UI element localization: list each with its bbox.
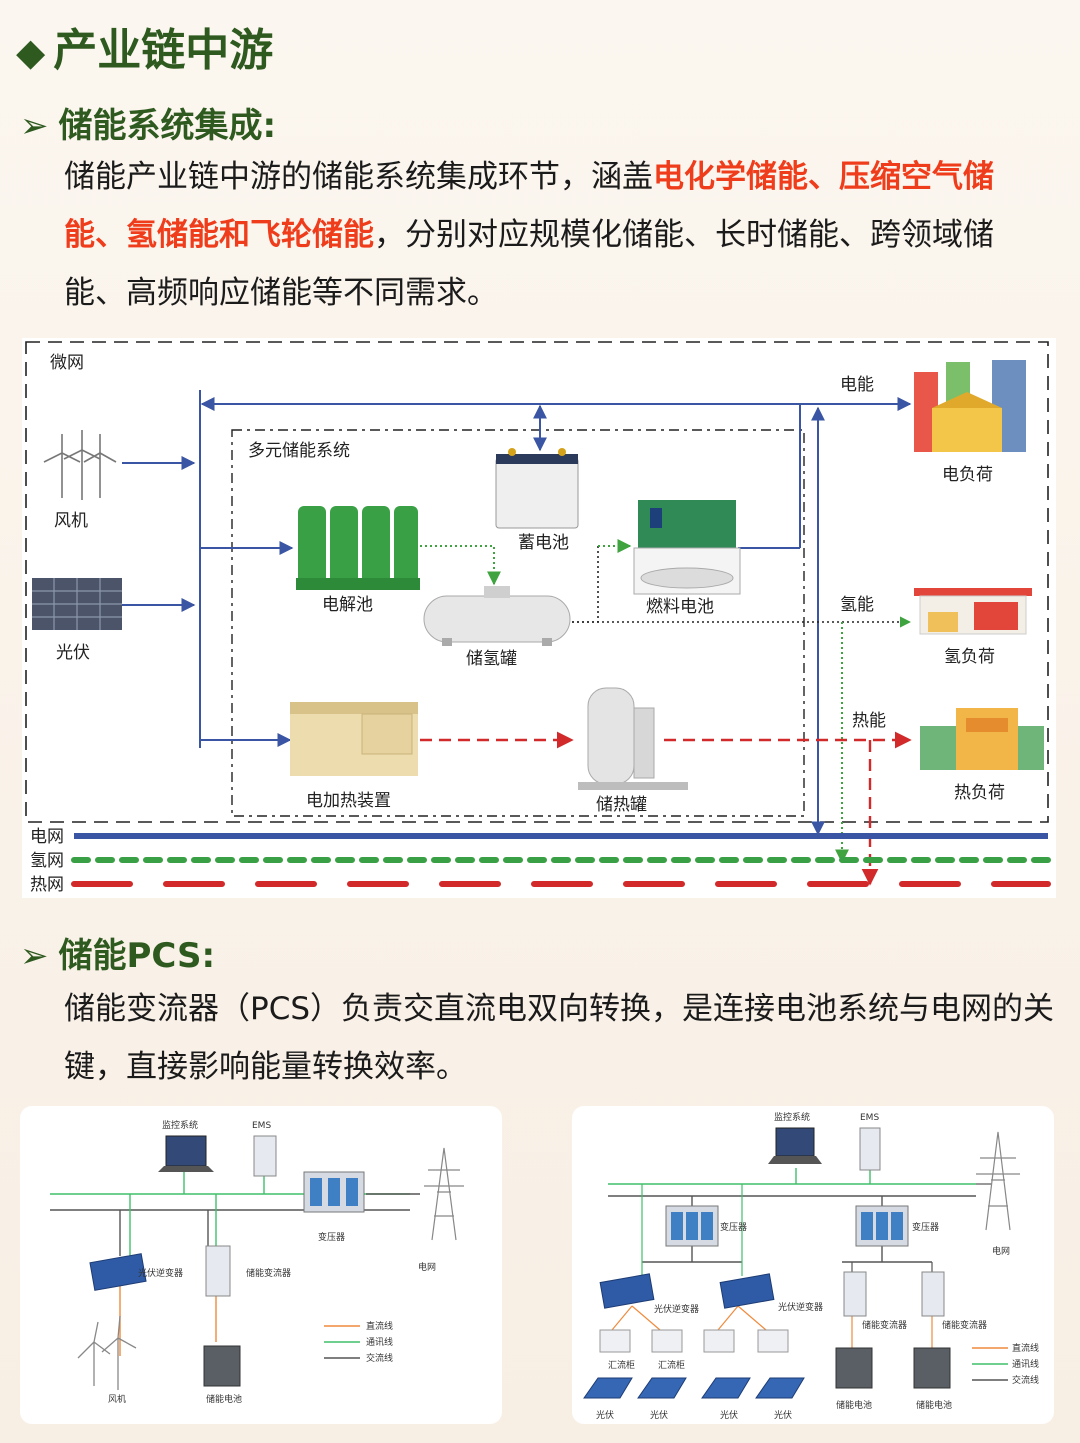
heat-load-building-icon <box>920 708 1044 770</box>
combiner-box-icon <box>599 1329 789 1353</box>
pcs-cabinet-icon <box>205 1245 231 1297</box>
elec-energy-label: 电能 <box>840 375 874 395</box>
ems-cabinet-icon <box>253 1135 277 1177</box>
pcs-paragraph: 储能变流器（PCS）负责交直流电双向转换，是连接电池系统与电网的关键，直接影响能… <box>64 991 1055 1085</box>
electric-heater-icon <box>290 702 418 776</box>
grid-heat-label: 热网 <box>30 875 64 895</box>
pv-label: 光伏 <box>720 1409 738 1421</box>
pcs-label: 储能变流器 <box>942 1319 987 1331</box>
monitor-laptop-icon <box>158 1135 214 1172</box>
legend: 直流线 通讯线 交流线 <box>324 1320 393 1364</box>
electrolyzer-label: 电解池 <box>322 595 373 615</box>
legend-ac: 交流线 <box>366 1352 393 1364</box>
pv-label: 光伏 <box>596 1409 614 1421</box>
heat-tank-label: 储热罐 <box>596 795 647 815</box>
heat-load-label: 热负荷 <box>954 783 1005 803</box>
heat-storage-tank-icon <box>578 687 688 790</box>
chevron-bullet-icon: ➢ <box>20 106 49 146</box>
grid-tower-icon <box>424 1147 464 1241</box>
wind-turbine-icon <box>43 430 117 500</box>
fuel-cell-label: 燃料电池 <box>646 597 714 617</box>
pv-inverter-icon <box>89 1253 147 1291</box>
monitor-label: 监控系统 <box>774 1111 810 1123</box>
pcs-diagram-card-left: 监控系统 EMS 变压器 电网 光伏逆变器 储能变流器 风机 储能电池 直流线 … <box>20 1106 502 1424</box>
ems-label: EMS <box>860 1113 879 1123</box>
pv-inverter-icon <box>719 1273 775 1309</box>
pv-inverter-label: 光伏逆变器 <box>778 1301 823 1313</box>
grid-tower-icon <box>976 1131 1020 1231</box>
transformer-label: 变压器 <box>318 1231 345 1243</box>
battery-label: 储能电池 <box>916 1399 952 1411</box>
pv-inverter-label: 光伏逆变器 <box>654 1303 699 1315</box>
fuel-cell-icon <box>633 500 741 595</box>
pv-label: 光伏 <box>56 643 90 663</box>
elec-load-label: 电负荷 <box>942 465 993 485</box>
multi-system-label: 多元储能系统 <box>248 441 350 461</box>
pcs-label: 储能变流器 <box>246 1267 291 1279</box>
transformer-label: 变压器 <box>912 1221 939 1233</box>
battery-cabinet-icon <box>203 1345 241 1387</box>
integration-paragraph: 储能产业链中游的储能系统集成环节，涵盖电化学储能、压缩空气储能、氢储能和飞轮储能… <box>64 159 994 311</box>
page-title: ◆产业链中游 <box>16 25 274 76</box>
wind-label: 风机 <box>54 511 88 531</box>
heat-energy-label: 热能 <box>852 711 886 731</box>
heater-label: 电加热装置 <box>306 791 391 811</box>
legend-comm: 通讯线 <box>366 1336 393 1348</box>
solar-panel-icon <box>583 1377 805 1399</box>
hydrogen-station-icon <box>914 588 1032 635</box>
pcs-diagram-left: 监控系统 EMS 变压器 电网 光伏逆变器 储能变流器 风机 储能电池 直流线 … <box>50 1119 464 1405</box>
pv-inverter-icon <box>599 1273 655 1309</box>
grid-elec-label: 电网 <box>30 827 64 847</box>
pcs-cabinet-icon <box>921 1271 945 1317</box>
battery-label: 储能电池 <box>206 1393 242 1405</box>
section-heading-integration: ➢储能系统集成: <box>20 106 277 146</box>
h2-energy-label: 氢能 <box>840 595 874 615</box>
battery-cabinet-icon <box>913 1347 951 1389</box>
pv-label: 光伏 <box>650 1409 668 1421</box>
wind-label: 风机 <box>108 1393 126 1405</box>
pcs-cabinet-icon <box>843 1271 867 1317</box>
transformer-label: 变压器 <box>720 1221 747 1233</box>
pcs-diagram-right: 监控系统 EMS 变压器 变压器 电网 光伏逆变器 光伏逆变器 汇流柜 汇流柜 … <box>583 1111 1039 1421</box>
grid-label: 电网 <box>992 1245 1010 1257</box>
grid-h2-label: 氢网 <box>30 851 64 871</box>
microgrid-diagram: 微网 多元储能系统 风机 光伏 电解池 蓄电池 <box>22 338 1056 898</box>
electric-load-buildings-icon <box>914 360 1026 452</box>
legend-dc: 直流线 <box>366 1320 393 1332</box>
section-heading-pcs: ➢储能PCS: <box>20 936 216 976</box>
transformer-icon <box>665 1205 719 1247</box>
ems-label: EMS <box>252 1121 271 1131</box>
ems-cabinet-icon <box>859 1127 881 1171</box>
electrolyzer-icon <box>296 506 420 590</box>
combiner-label: 汇流柜 <box>608 1359 635 1371</box>
pv-label: 光伏 <box>774 1409 792 1421</box>
legend: 直流线 通讯线 交流线 <box>972 1342 1039 1386</box>
solar-panel-icon <box>32 578 122 630</box>
chevron-bullet-icon: ➢ <box>20 936 49 976</box>
monitor-label: 监控系统 <box>162 1119 198 1131</box>
transformer-icon <box>855 1205 909 1247</box>
microgrid-label: 微网 <box>50 353 84 373</box>
pcs-label: 储能变流器 <box>862 1319 907 1331</box>
monitor-laptop-icon <box>768 1127 822 1164</box>
pcs-diagram-card-right: 监控系统 EMS 变压器 变压器 电网 光伏逆变器 光伏逆变器 汇流柜 汇流柜 … <box>572 1106 1054 1424</box>
h2-load-label: 氢负荷 <box>944 647 995 667</box>
transformer-icon <box>303 1171 365 1213</box>
hydrogen-tank-label: 储氢罐 <box>466 649 517 669</box>
combiner-label: 汇流柜 <box>658 1359 685 1371</box>
battery-label: 储能电池 <box>836 1399 872 1411</box>
pv-inverter-label: 光伏逆变器 <box>138 1267 183 1279</box>
battery-icon <box>495 448 579 529</box>
diamond-bullet-icon: ◆ <box>16 29 46 74</box>
legend-ac: 交流线 <box>1012 1374 1039 1386</box>
grid-label: 电网 <box>418 1261 436 1273</box>
highlight-storage-types: 电化学储能、压缩空气储能、氢储能和飞轮储能 <box>64 159 994 253</box>
legend-comm: 通讯线 <box>1012 1358 1039 1370</box>
battery-label: 蓄电池 <box>518 533 569 553</box>
hydrogen-tank-icon <box>423 586 571 646</box>
wind-turbine-icon <box>77 1315 137 1390</box>
legend-dc: 直流线 <box>1012 1342 1039 1354</box>
battery-cabinet-icon <box>835 1347 873 1389</box>
